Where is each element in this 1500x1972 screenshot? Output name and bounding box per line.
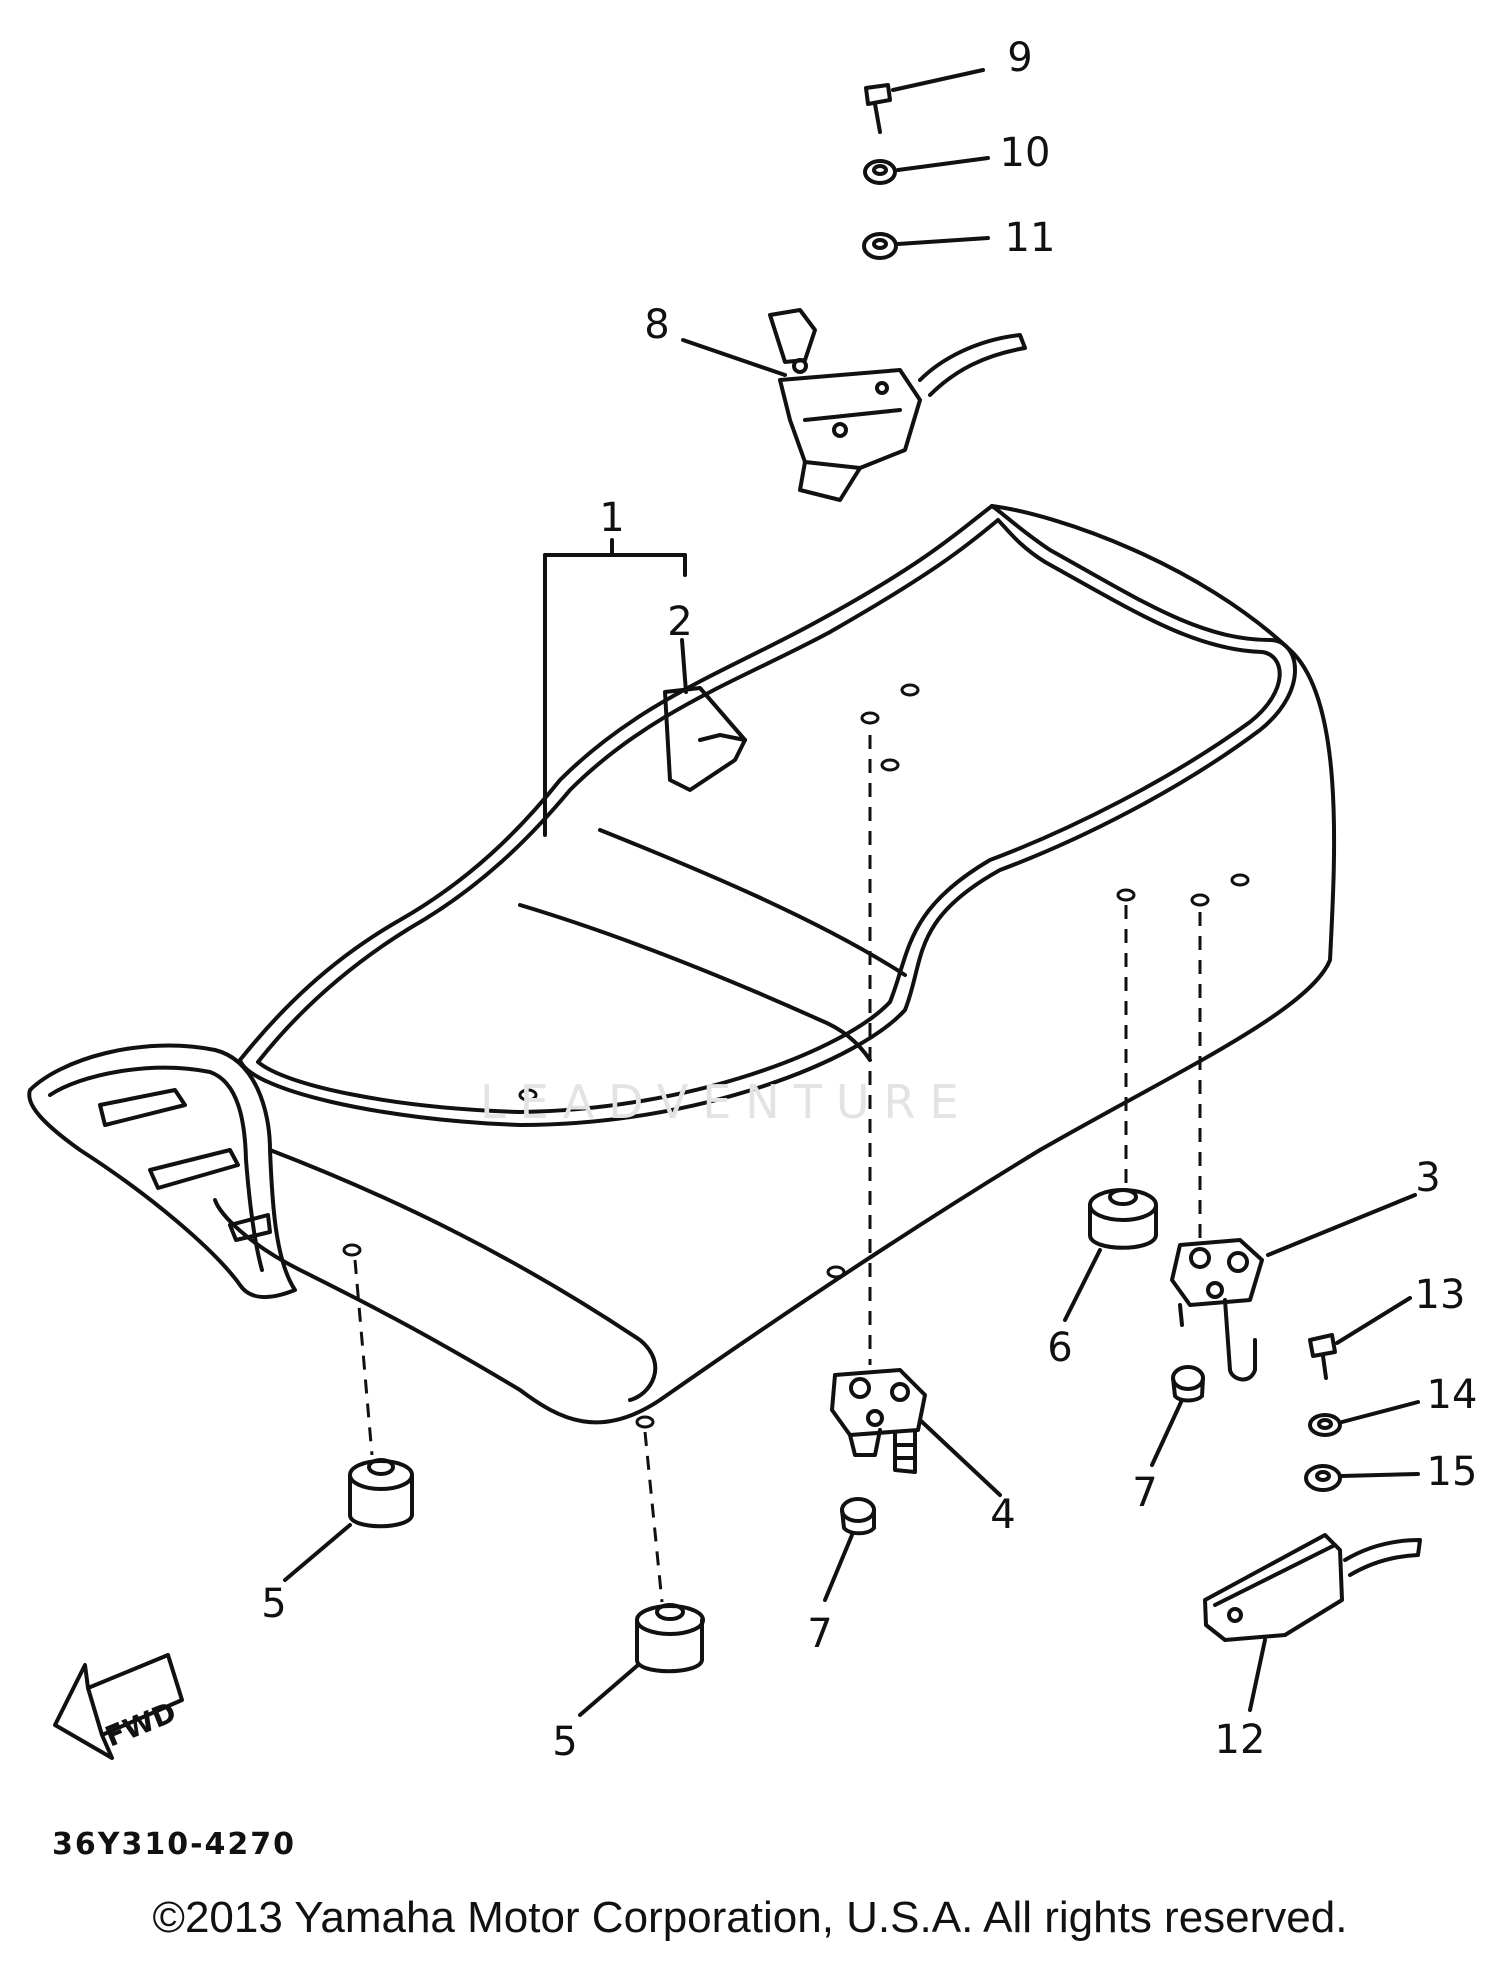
copyright-notice: ©2013 Yamaha Motor Corporation, U.S.A. A… bbox=[152, 1893, 1348, 1942]
callout-5-left: 5 bbox=[261, 1581, 287, 1627]
collar-part-7b bbox=[1171, 1365, 1205, 1403]
callout-7-left: 7 bbox=[807, 1611, 833, 1657]
callout-15: 15 bbox=[1426, 1449, 1478, 1495]
callout-5-center: 5 bbox=[552, 1719, 578, 1765]
damper-part-5b bbox=[635, 1603, 705, 1674]
callout-2: 2 bbox=[667, 599, 693, 645]
callout-12: 12 bbox=[1214, 1717, 1266, 1763]
callout-7-right: 7 bbox=[1132, 1470, 1158, 1516]
mounting-hole-markers bbox=[342, 683, 1250, 1429]
leader-4 bbox=[918, 1418, 1002, 1497]
leader-15 bbox=[1340, 1472, 1420, 1478]
callout-1: 1 bbox=[599, 495, 625, 541]
hook-bracket-part-4 bbox=[830, 1368, 927, 1474]
leader-8 bbox=[681, 338, 787, 377]
leader-5b bbox=[578, 1663, 640, 1717]
diagram-code: 36Y310-4270 bbox=[52, 1827, 297, 1862]
damper-part-6 bbox=[1088, 1188, 1158, 1250]
nut-part-11 bbox=[862, 232, 898, 260]
leader-7b bbox=[1150, 1398, 1184, 1467]
assembly-dashed-lines bbox=[353, 735, 1202, 1603]
leader-13 bbox=[1335, 1296, 1412, 1345]
hook-bracket-part-3 bbox=[1170, 1238, 1264, 1382]
washer-part-10 bbox=[863, 159, 897, 185]
leader-6 bbox=[1063, 1248, 1102, 1322]
leader-14 bbox=[1340, 1400, 1420, 1424]
leader-2 bbox=[680, 638, 688, 694]
washer-part-14 bbox=[1308, 1413, 1342, 1437]
leader-12 bbox=[1248, 1638, 1267, 1712]
callout-14: 14 bbox=[1426, 1372, 1478, 1418]
nut-part-15 bbox=[1304, 1464, 1342, 1492]
bolt-part-13 bbox=[1308, 1333, 1337, 1380]
callout-8: 8 bbox=[644, 302, 670, 348]
callout-9: 9 bbox=[1007, 35, 1033, 81]
damper-part-5a bbox=[348, 1458, 414, 1529]
callout-10: 10 bbox=[999, 130, 1051, 176]
callout-6: 6 bbox=[1047, 1325, 1073, 1371]
seat-lock-part-12 bbox=[1203, 1533, 1422, 1642]
callout-3: 3 bbox=[1415, 1155, 1441, 1201]
seat-assembly bbox=[27, 504, 1337, 1425]
fwd-arrow bbox=[53, 1653, 184, 1760]
callout-4: 4 bbox=[990, 1492, 1016, 1538]
leader-10 bbox=[896, 156, 990, 172]
leader-part-1 bbox=[543, 538, 687, 837]
bolt-part-9 bbox=[864, 83, 892, 134]
watermark-text: LEADVENTURE bbox=[480, 1075, 973, 1129]
callout-11: 11 bbox=[1004, 215, 1056, 261]
leader-7a bbox=[823, 1533, 854, 1602]
seat-lock-part-8 bbox=[768, 308, 1027, 502]
collar-part-7a bbox=[840, 1497, 876, 1536]
leader-5a bbox=[283, 1523, 352, 1582]
leader-11 bbox=[896, 236, 990, 246]
leader-9 bbox=[891, 68, 985, 92]
leader-3 bbox=[1266, 1193, 1417, 1257]
callout-13: 13 bbox=[1414, 1272, 1466, 1318]
